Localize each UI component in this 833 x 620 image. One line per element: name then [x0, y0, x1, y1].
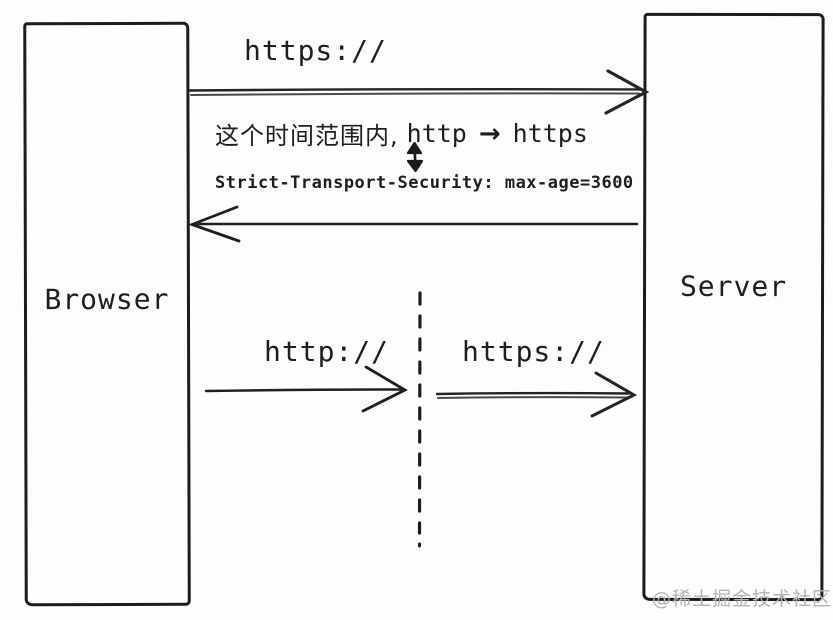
sts-header-label: Strict-Transport-Security: max-age=3600 [215, 173, 634, 193]
hsts-note-line: 这个时间范围内, http → https [215, 116, 588, 151]
http-request-arrow-icon [204, 365, 408, 413]
https-request-label: https:// [244, 34, 387, 67]
server-label: Server [679, 269, 788, 304]
hsts-response-arrow-icon [187, 205, 639, 243]
hsts-note-prefix: 这个时间范围内, [215, 122, 399, 150]
right-arrow-glyph: → [478, 118, 501, 149]
hsts-note-from: http [406, 119, 467, 148]
juejin-watermark: @稀土掘金技术社区 [652, 588, 833, 610]
server-box: Server [642, 12, 825, 602]
https-request-arrow-icon [188, 69, 650, 115]
redirect-boundary-dashed-line [417, 291, 422, 548]
hsts-note-to: https [512, 119, 588, 148]
http-request-label: http:// [264, 335, 390, 368]
browser-box: Browser [23, 21, 191, 607]
https-redirect-arrow-icon [435, 371, 638, 418]
https-redirect-label: https:// [462, 335, 605, 368]
browser-label: Browser [44, 282, 170, 317]
